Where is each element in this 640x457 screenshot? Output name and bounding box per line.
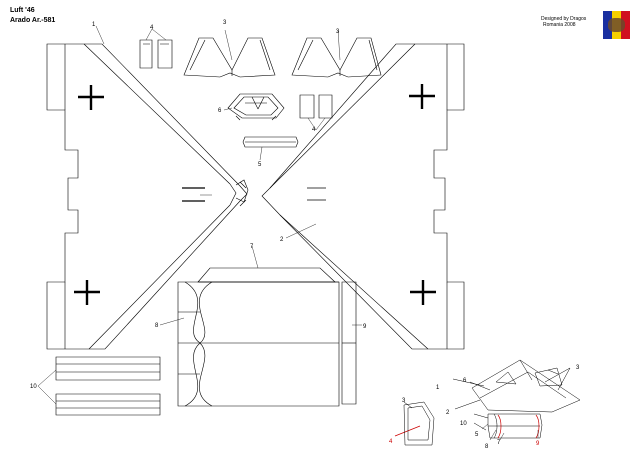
- assembly-diagram: [452, 359, 581, 439]
- left-wing-gun-ports: [182, 187, 205, 202]
- assembly-label-3-right: 3: [576, 365, 580, 371]
- assembly-label-1: 1: [436, 385, 440, 391]
- double-strip-part-upper: [55, 356, 161, 381]
- assembly-label-7: 7: [497, 440, 501, 446]
- right-wing-gun-ports: [307, 187, 326, 201]
- part-label-8: 8: [155, 323, 159, 329]
- right-wing-upper-balkenkreuz: [409, 84, 435, 109]
- model-series: Luft '46: [10, 7, 35, 14]
- flag-stripe-red: [621, 11, 630, 39]
- part-label-7: 7: [250, 244, 254, 250]
- long-strip-part: [341, 281, 357, 405]
- left-wing-part: [46, 43, 249, 350]
- left-wing-lower-balkenkreuz: [74, 280, 100, 305]
- small-fin-pair-top: [139, 39, 173, 69]
- part-label-2: 2: [280, 237, 284, 243]
- assembly-label-3-inset: 3: [402, 398, 406, 404]
- part-label-10: 10: [30, 384, 37, 390]
- assembly-leader-lines: [481, 423, 539, 441]
- part-number-labels: 1 2 3 3 4 4 5 6 7 8 9 10: [30, 20, 367, 390]
- intake-strip-part: [242, 136, 299, 148]
- right-wing-lower-balkenkreuz: [410, 280, 436, 305]
- assembly-red-guides: [394, 414, 540, 439]
- part-label-6: 6: [218, 108, 222, 114]
- part-label-3-right: 3: [336, 29, 340, 35]
- assembly-label-10: 10: [460, 421, 467, 427]
- fuselage-panel-part: [177, 267, 340, 407]
- part-label-5: 5: [258, 162, 262, 168]
- part-label-4-top: 4: [150, 25, 154, 31]
- tail-fin-pair-right: [291, 37, 382, 78]
- assembly-label-9: 9: [536, 441, 540, 447]
- coat-of-arms-emblem: [608, 18, 625, 32]
- assembly-label-6: 6: [463, 378, 467, 384]
- assembly-label-5: 5: [475, 432, 479, 438]
- part-label-4-middle: 4: [312, 127, 316, 133]
- fin-detail-inset: [403, 401, 435, 446]
- assembly-label-8: 8: [485, 444, 489, 450]
- assembly-number-labels: 1 2 3 6 10 5 8 7 9 3 4: [389, 365, 580, 450]
- designer-line: Designed by Dragos: [541, 16, 587, 22]
- small-fin-pair-middle: [299, 94, 333, 119]
- flag-stripe-blue: [603, 11, 612, 39]
- tail-fin-pair-left: [183, 37, 276, 78]
- part-label-9: 9: [363, 324, 367, 330]
- assembly-label-2: 2: [446, 410, 450, 416]
- cockpit-canopy-part: [227, 93, 285, 121]
- double-strip-part-lower: [55, 393, 161, 416]
- title-block: Luft '46 Arado Ar.-581: [10, 6, 55, 26]
- country-year-line: Romania 2008: [543, 22, 576, 28]
- designer-credit: Designed by Dragos Romania 2008: [541, 16, 586, 28]
- part-label-1: 1: [92, 22, 96, 28]
- model-name: Arado Ar.-581: [10, 17, 56, 24]
- assembly-label-4-inset: 4: [389, 439, 393, 445]
- left-wing-upper-balkenkreuz: [78, 85, 104, 110]
- part-label-3-left: 3: [223, 20, 227, 26]
- right-wing-part: [261, 43, 465, 350]
- part-leader-lines: [37, 25, 362, 405]
